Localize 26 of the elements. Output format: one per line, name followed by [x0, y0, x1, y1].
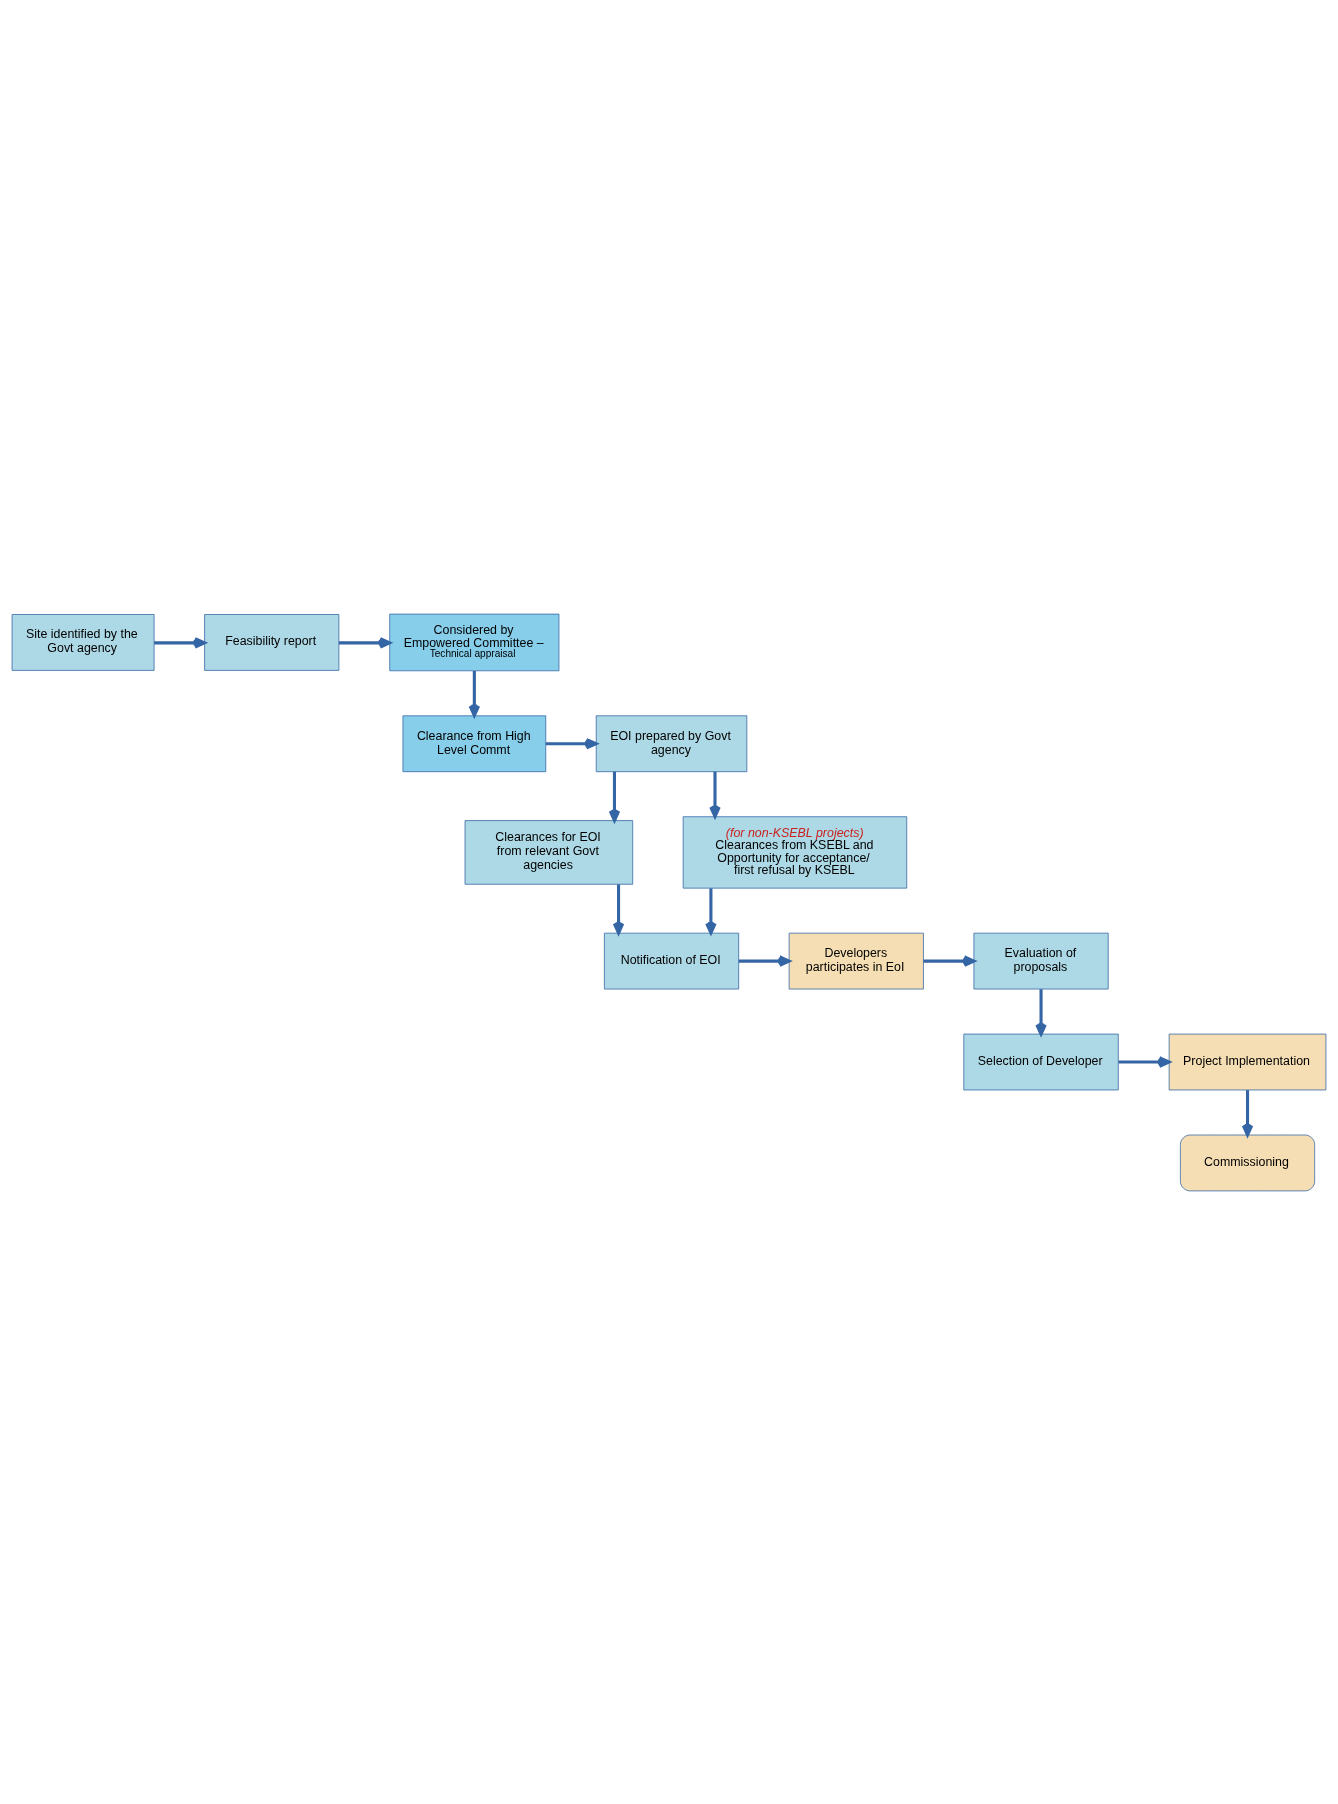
- node-box: (for non-KSEBL projects) Clearances from KSEBL and Opportunity for acceptance/ first refusal by KSEBL: [682, 815, 908, 889]
- arrow: [709, 771, 721, 818]
- arrow: [1118, 1055, 1171, 1068]
- arrow: [468, 670, 481, 717]
- node-box: Clearance from High Level Commt: [402, 714, 547, 772]
- arrow: [1035, 988, 1047, 1036]
- node-box: Project Implementation: [1168, 1033, 1327, 1090]
- node-box: Feasibility report: [204, 613, 340, 671]
- node-box: Commissioning: [1180, 1134, 1316, 1191]
- node-box: Clearances for EOI from relevant Govt agencies: [464, 819, 634, 885]
- node-box: Notification of EOI: [604, 932, 740, 989]
- node-box: Evaluation of proposals: [973, 932, 1109, 989]
- node-box: Developers participates in EoI: [788, 932, 924, 989]
- node-box: Selection of Developer: [963, 1033, 1119, 1090]
- arrow: [738, 954, 791, 967]
- arrow: [1241, 1089, 1254, 1137]
- node-box: Site identified by the Govt agency: [11, 613, 155, 671]
- arrow: [154, 636, 207, 649]
- arrow: [338, 636, 392, 649]
- arrow: [923, 954, 976, 967]
- node-box: Considered by Empowered Committee – Technical appraisal: [389, 613, 560, 671]
- arrow: [608, 771, 621, 822]
- arrow: [705, 887, 717, 934]
- arrow: [545, 737, 598, 749]
- arrow: [612, 883, 625, 935]
- node-box: EOI prepared by Govt agency: [595, 714, 748, 772]
